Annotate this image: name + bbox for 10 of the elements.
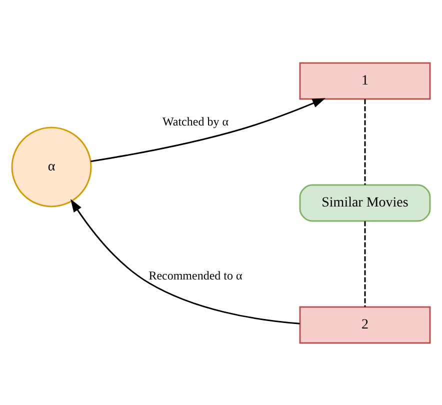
node-box: 1 xyxy=(299,62,431,100)
connector xyxy=(364,220,366,306)
node-box: Similar Movies xyxy=(299,184,431,222)
connector xyxy=(364,98,366,184)
arrow xyxy=(70,198,300,324)
arrow xyxy=(90,98,326,162)
edge-label: Recommended to α xyxy=(148,268,242,282)
node-circle: α xyxy=(11,126,92,207)
edge-label: Watched by α xyxy=(162,114,228,128)
node-box: 2 xyxy=(299,306,431,344)
